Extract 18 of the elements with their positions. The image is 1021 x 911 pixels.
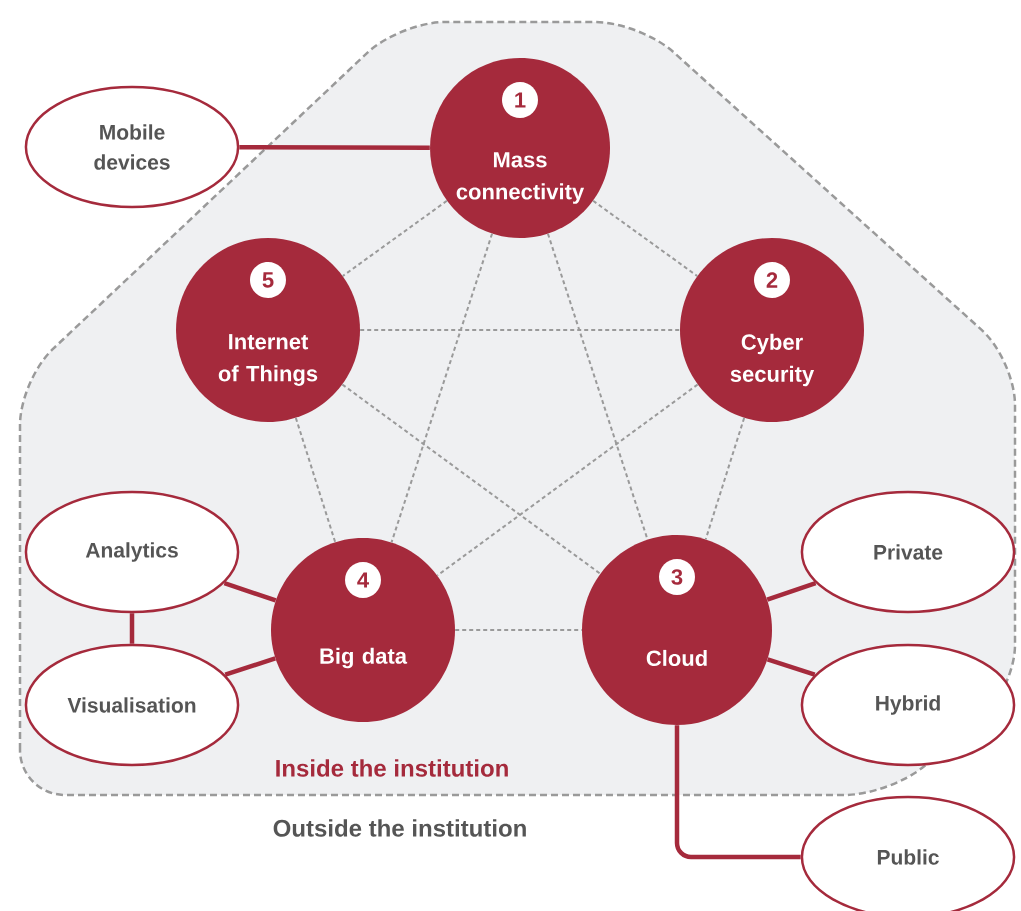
dashed-connector <box>359 329 681 331</box>
connector-line <box>766 581 817 602</box>
connector-line <box>239 145 430 150</box>
connector-line <box>766 657 816 677</box>
connector-line <box>129 613 135 644</box>
connector-line <box>674 725 801 860</box>
dashed-connector <box>341 383 602 575</box>
dashed-connector <box>592 199 699 277</box>
dashed-connector <box>454 629 583 631</box>
dashed-connector <box>390 232 494 544</box>
dashed-connector <box>704 416 746 541</box>
region-label: Outside the institution <box>273 819 526 837</box>
connector-line <box>223 581 277 603</box>
dashed-connector <box>436 383 699 577</box>
connector-line <box>224 656 276 677</box>
dashed-connector <box>341 199 448 277</box>
node-label: Hybrid <box>876 695 940 715</box>
dashed-connector <box>294 416 337 544</box>
